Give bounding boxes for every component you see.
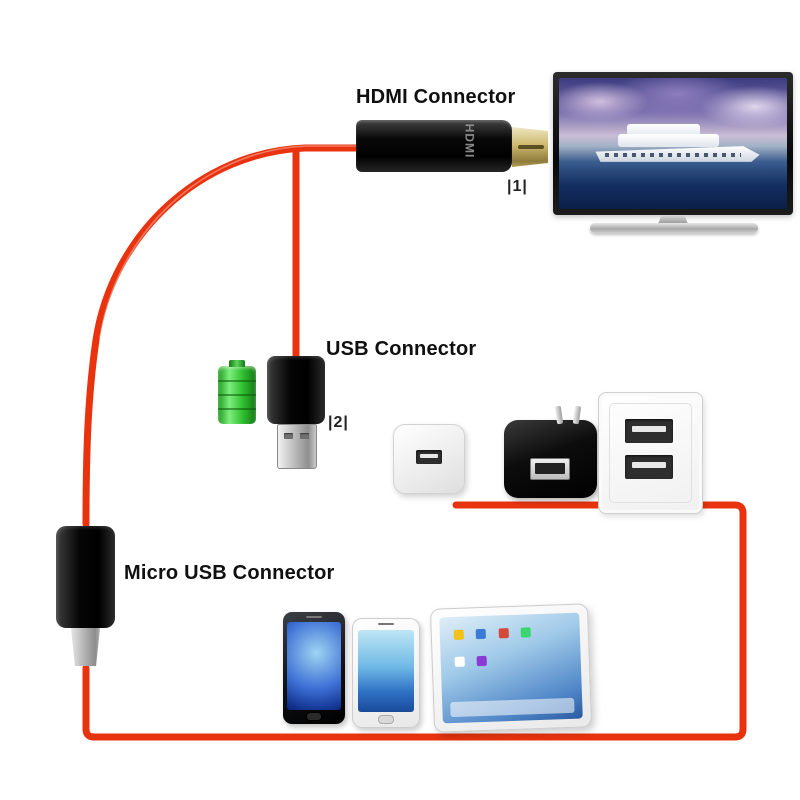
micro-usb-connector-icon bbox=[56, 526, 115, 628]
app-icon bbox=[476, 656, 488, 667]
usb-plug-tip-icon bbox=[277, 424, 317, 469]
ship-lower-deck bbox=[618, 134, 719, 148]
usb-marker: |2| bbox=[328, 414, 349, 431]
tablet-icon bbox=[429, 603, 593, 733]
app-icon bbox=[476, 628, 487, 639]
tv-stand-base bbox=[590, 223, 758, 233]
smartphone-white-icon bbox=[352, 618, 420, 728]
home-button bbox=[378, 715, 394, 724]
smartphone-icon bbox=[283, 612, 345, 724]
phone-screen bbox=[287, 622, 341, 710]
usb-connector-icon bbox=[267, 356, 325, 424]
plug-prong bbox=[572, 405, 582, 425]
hdmi-plug-text: HDMI bbox=[462, 123, 477, 159]
battery-segment bbox=[218, 394, 256, 396]
cable-hdmi-to-microusb bbox=[82, 144, 364, 528]
hdmi-connector-icon: HDMI bbox=[356, 120, 512, 172]
wall-outlet-usb-plate-icon bbox=[598, 392, 703, 514]
tv-icon bbox=[553, 72, 793, 215]
hdmi-marker: |1| bbox=[507, 178, 528, 195]
usb-port-tongue bbox=[632, 461, 666, 469]
black-usb-charger-icon bbox=[504, 405, 597, 498]
tv-stand-neck bbox=[658, 215, 688, 224]
cable-bottom-loop bbox=[82, 501, 747, 741]
tablet-screen bbox=[439, 612, 583, 724]
wall-plate-inner bbox=[609, 403, 692, 503]
micro-usb-connector-label: Micro USB Connector bbox=[124, 562, 335, 584]
ship-windows bbox=[604, 152, 742, 157]
app-icon bbox=[520, 627, 532, 638]
usb-port bbox=[530, 458, 570, 480]
usb-port bbox=[416, 450, 442, 464]
hdmi-tip-slot bbox=[518, 145, 544, 149]
app-icon bbox=[454, 656, 465, 668]
usb-connector-label: USB Connector bbox=[326, 338, 477, 360]
battery-segment bbox=[218, 408, 256, 410]
phone-screen bbox=[358, 630, 414, 712]
tablet-dock bbox=[450, 697, 575, 717]
home-button bbox=[306, 712, 322, 721]
app-icon bbox=[453, 629, 464, 640]
usb-port-inner bbox=[535, 463, 565, 474]
usb-port bbox=[625, 455, 673, 479]
ship-upper-deck bbox=[627, 123, 701, 136]
battery-icon bbox=[218, 360, 256, 424]
usb-port-tongue bbox=[419, 453, 439, 458]
usb-hole bbox=[284, 433, 293, 439]
micro-usb-plug-tip-icon bbox=[70, 628, 101, 666]
hdmi-connector-label: HDMI Connector bbox=[356, 86, 516, 108]
cable-highlight bbox=[99, 145, 361, 339]
white-usb-charger-icon bbox=[393, 424, 465, 494]
phone-speaker bbox=[306, 616, 322, 618]
battery-segment bbox=[218, 380, 256, 382]
tv-screen bbox=[559, 78, 787, 209]
hdmi-plug-tip-icon bbox=[512, 127, 548, 167]
usb-port bbox=[625, 419, 673, 443]
app-icon bbox=[498, 627, 509, 639]
usb-port-tongue bbox=[632, 425, 666, 433]
phone-speaker bbox=[378, 623, 394, 625]
usb-hole bbox=[300, 433, 309, 439]
